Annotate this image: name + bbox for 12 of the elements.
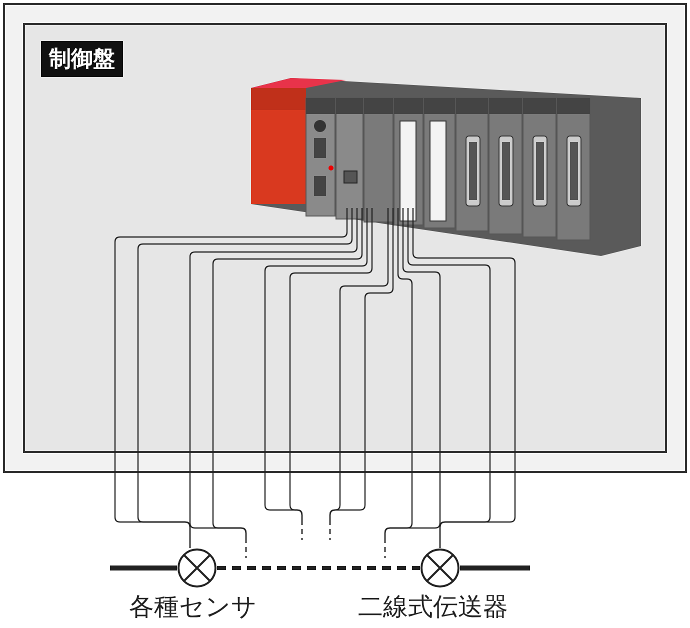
panel-title: 制御盤 [41,41,123,77]
bus-line [460,566,530,570]
plc-drawing [251,76,641,256]
bus-line [110,566,177,570]
device-label: 各種センサ [129,591,257,623]
wire [212,208,363,558]
wire [289,208,373,540]
device-label: 二線式伝送器 [358,591,508,623]
wire [384,208,441,558]
bus-line [217,566,420,570]
control-panel [5,5,685,471]
wire [412,208,516,548]
